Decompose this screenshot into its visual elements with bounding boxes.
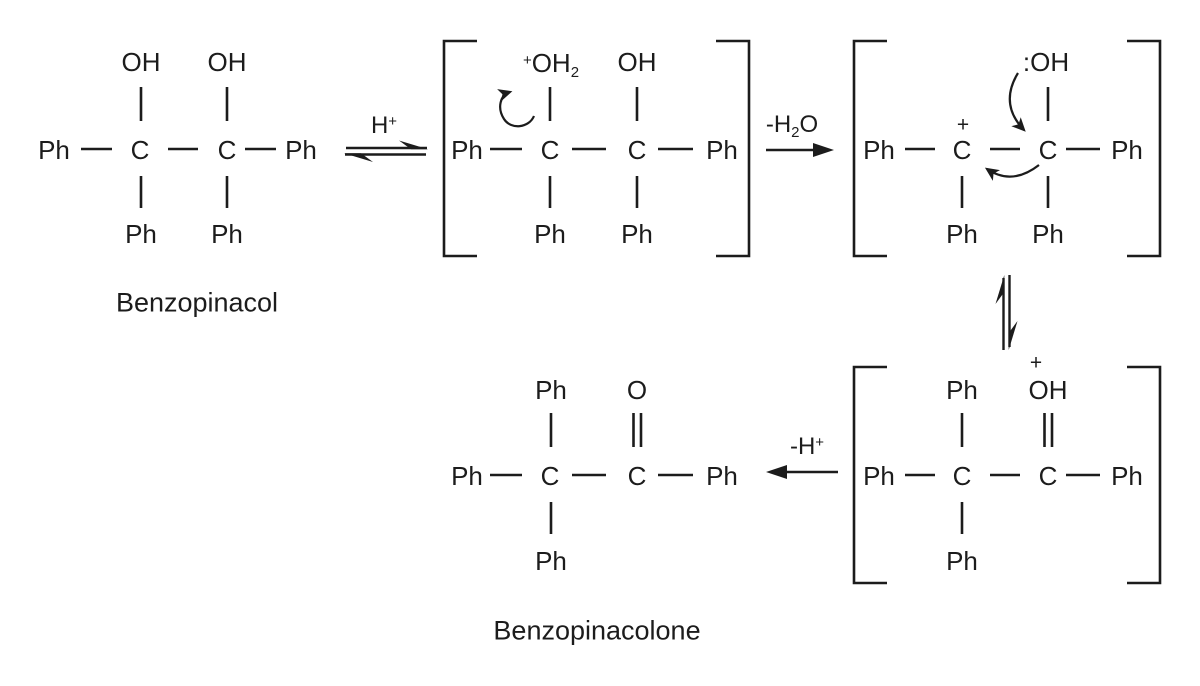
benzopinacol-bonds	[81, 87, 276, 208]
water-leaving-curved-arrow	[497, 89, 536, 128]
protonated-diol-oh2-label: +OH2	[522, 48, 579, 80]
deprotonation-arrow-label: -H+	[790, 435, 824, 459]
benzopinacolone-ph-right-label: Ph	[706, 461, 738, 491]
benzopinacolone-c2-label: C	[627, 461, 647, 491]
hydroxyl-lone-pair-curved-arrow	[1008, 72, 1026, 132]
subscript-two: 2	[570, 63, 580, 81]
h-text: H	[370, 112, 389, 139]
arrow-head	[766, 465, 787, 479]
protonated-ketone-ph-left-label: Ph	[863, 461, 895, 491]
harpoon-left-head	[344, 153, 373, 162]
plus-superscript: +	[815, 433, 825, 451]
protonated-diol-ph-left-label: Ph	[451, 135, 483, 165]
carbocation-group	[852, 39, 1162, 258]
deprotonation-arrow	[766, 465, 838, 479]
right-bracket	[1127, 365, 1162, 585]
benzopinacolone-bonds	[490, 413, 693, 534]
dehydration-arrow-label: -H2O	[765, 111, 819, 140]
phenyl-migration-curved-arrow	[984, 164, 1040, 181]
left-bracket	[852, 39, 887, 258]
protonated-diol-c1-ph-bottom-label: Ph	[534, 219, 566, 249]
carbocation-plus-charge: +	[956, 113, 970, 137]
arrow-head	[813, 143, 834, 157]
oh-text: OH	[531, 48, 571, 78]
protonated-ketone-c1-ph-bottom-label: Ph	[946, 546, 978, 576]
benzopinacolone-c1-label: C	[540, 461, 560, 491]
harpoon-down-head	[1008, 321, 1018, 350]
protonated-diol-group	[442, 39, 751, 258]
benzopinacol-c1-label: C	[130, 135, 150, 165]
benzopinacol-c1-ph-bottom-label: Ph	[125, 219, 157, 249]
left-bracket	[852, 365, 887, 585]
plus-charge: +	[522, 51, 532, 69]
molecule-name-benzopinacolone: Benzopinacolone	[493, 615, 701, 646]
benzopinacolone-c1-ph-bottom-label: Ph	[535, 546, 567, 576]
carbocation-c1-label: C	[952, 135, 972, 165]
minus-h-text: -H	[789, 433, 816, 460]
protonated-ketone-c1-ph-top-label: Ph	[946, 375, 978, 405]
protonated-ketone-oh-label: OH	[1028, 375, 1068, 405]
dehydration-arrow	[766, 143, 834, 157]
plus-superscript: +	[388, 112, 398, 130]
protonation-arrow-label: H+	[371, 114, 397, 138]
benzopinacol-c2-oh-label: OH	[207, 47, 247, 77]
benzopinacolone-c1-ph-top-label: Ph	[535, 375, 567, 405]
benzopinacol-c2-ph-bottom-label: Ph	[211, 219, 243, 249]
benzopinacolone-ph-left-label: Ph	[451, 461, 483, 491]
protonated-ketone-ph-right-label: Ph	[1111, 461, 1143, 491]
subscript-two: 2	[791, 123, 800, 141]
o-text: O	[799, 111, 819, 138]
carbocation-c2-ph-bottom-label: Ph	[1032, 219, 1064, 249]
carbocation-c1-ph-bottom-label: Ph	[946, 219, 978, 249]
protonated-ketone-c2-label: C	[1038, 461, 1058, 491]
harpoon-up-head	[995, 275, 1005, 304]
carbocation-ph-left-label: Ph	[863, 135, 895, 165]
protonated-diol-c1-label: C	[540, 135, 560, 165]
protonated-diol-c2-label: C	[627, 135, 647, 165]
carbocation-ph-right-label: Ph	[1111, 135, 1143, 165]
benzopinacol-ph-left-label: Ph	[38, 135, 70, 165]
harpoon-right-head	[399, 140, 428, 150]
protonated-diol-c2-oh-label: OH	[617, 47, 657, 77]
right-bracket	[1127, 39, 1162, 258]
minus-h-text: -H	[765, 111, 792, 138]
right-bracket	[716, 39, 751, 258]
protonated-diol-ph-right-label: Ph	[706, 135, 738, 165]
left-bracket	[442, 39, 477, 258]
protonation-equilibrium-arrow	[344, 140, 428, 162]
carbocation-c2-label: C	[1038, 135, 1058, 165]
benzopinacol-c1-oh-label: OH	[121, 47, 161, 77]
protonated-ketone-c1-label: C	[952, 461, 972, 491]
carbocation-hydroxyl-label: :OH	[1022, 47, 1070, 77]
benzopinacol-ph-right-label: Ph	[285, 135, 317, 165]
protonated-ketone-group	[852, 365, 1162, 585]
rearrangement-equilibrium-arrow	[995, 275, 1018, 350]
protonated-diol-c2-ph-bottom-label: Ph	[621, 219, 653, 249]
benzopinacol-c2-label: C	[217, 135, 237, 165]
benzopinacolone-o-label: O	[626, 375, 648, 405]
molecule-name-benzopinacol: Benzopinacol	[115, 287, 279, 318]
protonated-ketone-plus-charge: +	[1029, 351, 1043, 375]
